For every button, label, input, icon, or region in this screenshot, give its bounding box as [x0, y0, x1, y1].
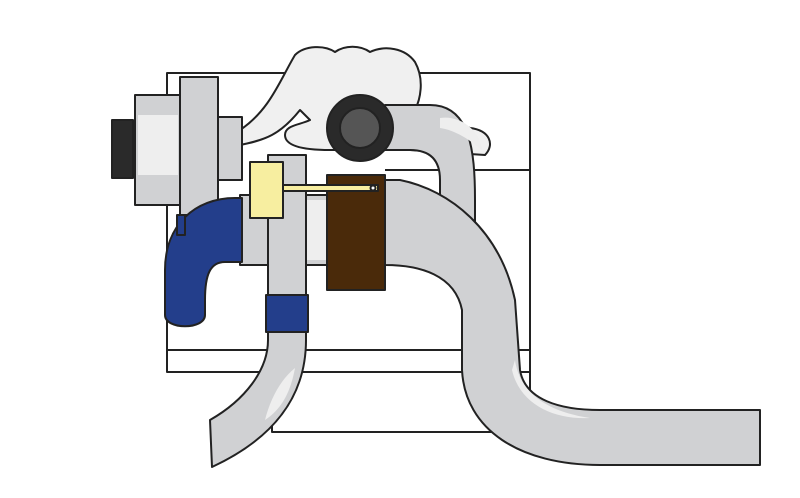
rod-pivot: [369, 184, 377, 192]
actuator-can: [249, 161, 284, 219]
compressor-housing-shine: [138, 115, 178, 175]
pipe-highlight: [512, 360, 590, 419]
blow-off-valve-center: [339, 107, 381, 149]
downpipe-left-shine: [265, 368, 295, 420]
turbo-center: [217, 116, 243, 181]
compressor-cap: [111, 119, 134, 179]
pipe-highlight-top: [440, 117, 482, 150]
hose-coupler: [265, 294, 309, 333]
turbo-plate: [179, 76, 219, 216]
downpipe-right: [384, 179, 761, 466]
actuator-rod: [281, 184, 379, 192]
intake-flange: [176, 214, 186, 236]
center-pipe-shine: [305, 200, 327, 260]
wastegate-actuator: [326, 174, 386, 291]
